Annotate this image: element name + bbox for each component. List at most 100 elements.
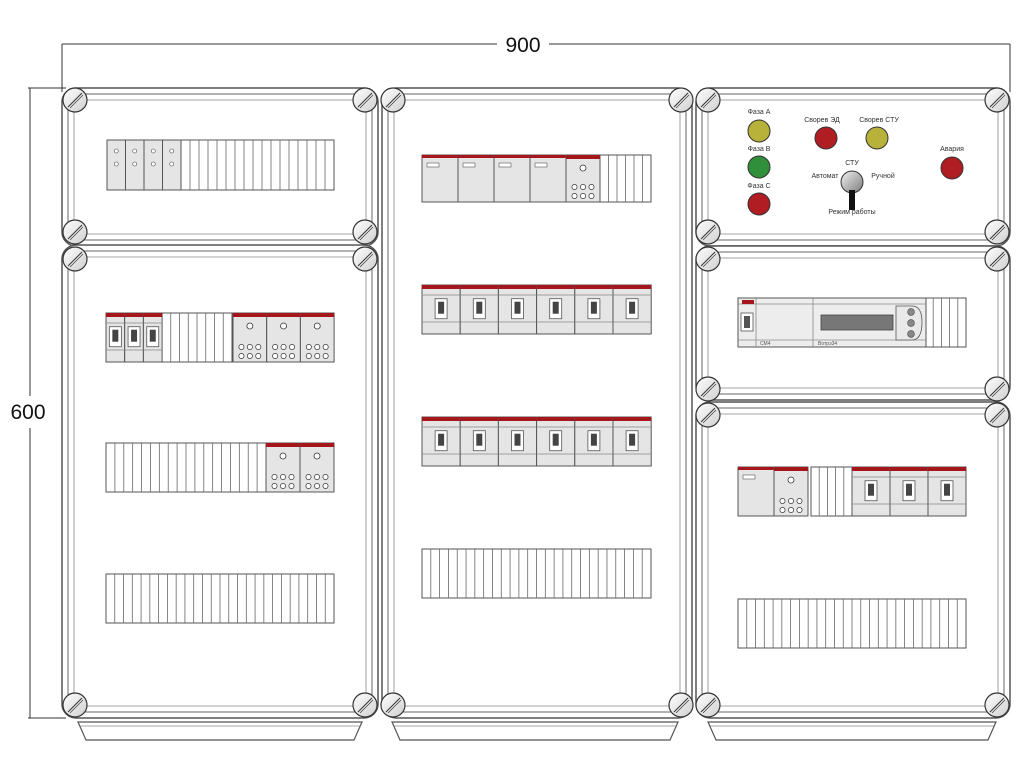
breaker-band: [574, 417, 613, 421]
lamp-overheat-ctu: [865, 126, 889, 150]
breaker-band: [422, 417, 461, 421]
mode-selector-switch[interactable]: [840, 170, 864, 210]
contactor-terminal: [796, 498, 803, 504]
breaker-body: [536, 284, 576, 335]
breaker-band: [852, 467, 890, 471]
breaker-band: [928, 467, 966, 471]
bolt-slot-edge: [359, 253, 374, 268]
label-auto: Автомат: [811, 173, 839, 180]
relay-button-2[interactable]: [907, 319, 915, 327]
corner-bolt: [984, 87, 1010, 113]
contactor-indicator: [313, 452, 321, 460]
corner-bolt: [984, 246, 1010, 272]
bolt-slot-edge: [991, 226, 1006, 241]
contactor-terminal: [255, 353, 262, 359]
circuit-breaker: [851, 466, 891, 517]
isolator-pole: [125, 139, 145, 191]
circuit-breaker: [536, 416, 576, 467]
corner-bolt: [695, 87, 721, 113]
breaker-band: [498, 285, 537, 289]
circuit-breaker: [574, 284, 614, 335]
label-alarm: Авария: [940, 146, 964, 153]
contactor-terminal: [305, 344, 312, 350]
contactor-module: [299, 312, 335, 363]
bolt-slot: [357, 697, 373, 713]
contactor-terminal: [788, 498, 794, 504]
switch-body: [493, 154, 531, 203]
corner-bolt: [695, 246, 721, 272]
contactor-band: [266, 443, 300, 447]
bolt-slot-edge: [359, 699, 374, 714]
contactor-terminal: [305, 483, 312, 489]
breaker-band: [613, 285, 652, 289]
relay-button-1[interactable]: [907, 308, 915, 316]
label-ctu: СТУ: [845, 160, 859, 167]
bolt-slot: [357, 224, 373, 240]
breaker-toggle: [944, 483, 950, 496]
breaker-band: [460, 417, 499, 421]
label-mode: Режим работы: [828, 208, 875, 216]
bolt-slot: [67, 92, 83, 108]
bolt-slot: [357, 251, 373, 267]
breaker-toggle: [590, 301, 597, 314]
bolt-slot: [700, 92, 716, 108]
corner-bolt: [695, 402, 721, 428]
circuit-breaker: [612, 416, 652, 467]
bolt-slot-edge: [387, 94, 402, 109]
breaker-toggle: [131, 329, 138, 342]
din-modules: [105, 139, 967, 517]
bolt-slot: [67, 224, 83, 240]
switch-slot: [534, 162, 548, 168]
contactor-module: [265, 442, 301, 493]
corner-bolt: [984, 402, 1010, 428]
terminal-strip: [105, 573, 335, 624]
bolt-slot-edge: [359, 94, 374, 109]
contactor-terminal: [280, 344, 287, 350]
contactor-indicator: [579, 164, 587, 172]
breaker-toggle: [906, 483, 912, 496]
contactor-terminal: [580, 193, 586, 199]
contactor-terminal: [288, 483, 295, 489]
bolt-slot: [700, 381, 716, 397]
terminal-strip: [180, 139, 335, 191]
terminal-strip: [421, 548, 652, 599]
bolt-slot-edge: [702, 383, 717, 398]
relay-display: [820, 314, 894, 331]
contactor-terminal: [246, 353, 253, 359]
bolt-slot-edge: [359, 226, 374, 241]
base-left: [77, 721, 363, 741]
corner-bolts: [62, 87, 1010, 718]
contactor-terminal: [271, 483, 278, 489]
bolt-slot-edge: [675, 699, 690, 714]
contactor-indicator: [787, 476, 795, 484]
corner-bolt: [62, 692, 88, 718]
contactor-indicator: [280, 322, 287, 330]
circuit-breaker: [421, 416, 461, 467]
contactor-terminal: [571, 184, 578, 190]
circuit-breaker: [105, 312, 126, 363]
base-middle: [391, 721, 679, 741]
bolt-slot-edge: [991, 409, 1006, 424]
contactor-terminal: [322, 344, 329, 350]
terminal-strip: [810, 466, 853, 517]
relay-controller: СМ4 Вотрэ34: [737, 297, 927, 348]
contactor-terminal: [314, 474, 320, 480]
circuit-breaker: [459, 416, 499, 467]
breaker-toggle: [514, 301, 521, 314]
contactor-band: [266, 313, 301, 317]
relay-button-3[interactable]: [907, 330, 915, 338]
breaker-toggle: [112, 329, 119, 342]
circuit-breaker: [497, 416, 538, 467]
circuit-breaker: [142, 312, 163, 363]
breaker-toggle: [552, 301, 559, 314]
bolt-slot: [989, 381, 1005, 397]
contactor-band: [300, 313, 335, 317]
corner-bolt: [668, 87, 694, 113]
contactor-terminal: [238, 353, 245, 359]
bolt-slot: [700, 224, 716, 240]
contactor-terminal: [305, 353, 312, 359]
corner-bolt: [668, 692, 694, 718]
bolt-slot: [673, 697, 689, 713]
corner-bolt: [695, 692, 721, 718]
